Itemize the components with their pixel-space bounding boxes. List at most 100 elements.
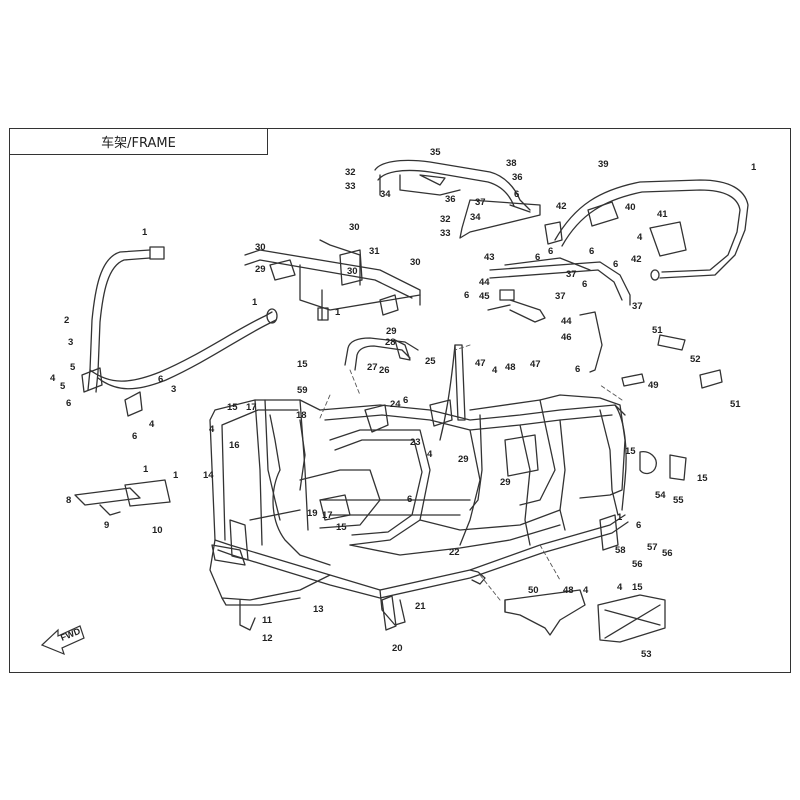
callout-label: 1 xyxy=(335,307,341,318)
callout-label: 6 xyxy=(407,494,412,505)
callout-label: 35 xyxy=(430,147,441,158)
callout-label: 53 xyxy=(641,649,652,660)
callout-label: 42 xyxy=(556,201,567,212)
callout-label: 24 xyxy=(390,399,401,410)
callout-label: 3 xyxy=(171,384,176,395)
diagram-title: 车架/FRAME xyxy=(10,129,268,155)
callout-label: 15 xyxy=(697,473,708,484)
callout-label: 17 xyxy=(246,402,257,413)
callout-label: 6 xyxy=(575,364,580,375)
callout-label: 15 xyxy=(336,522,347,533)
callout-label: 41 xyxy=(657,209,668,220)
callout-label: 6 xyxy=(636,520,641,531)
callout-label: 6 xyxy=(548,246,553,257)
callout-label: 30 xyxy=(347,266,358,277)
callout-label: 3 xyxy=(68,337,73,348)
callout-label: 22 xyxy=(449,547,460,558)
callout-label: 44 xyxy=(479,277,490,288)
callout-label: 13 xyxy=(313,604,324,615)
callout-label: 18 xyxy=(296,410,307,421)
callout-label: 4 xyxy=(149,419,155,430)
callout-label: 57 xyxy=(647,542,658,553)
main-frame-part xyxy=(209,344,629,631)
rear-cross-member-part xyxy=(244,239,421,321)
callout-label: 15 xyxy=(625,446,636,457)
callout-label: 2 xyxy=(64,315,69,326)
callout-label: 6 xyxy=(66,398,71,409)
callout-label: 6 xyxy=(464,290,469,301)
left-grab-bar-part xyxy=(81,246,278,417)
callout-label: 47 xyxy=(530,359,541,370)
callout-label: 12 xyxy=(262,633,273,644)
callout-label: 47 xyxy=(475,358,486,369)
callout-label: 1 xyxy=(617,512,623,523)
callout-label: 46 xyxy=(561,332,572,343)
callout-label: 4 xyxy=(50,373,56,384)
callout-label: 4 xyxy=(427,449,433,460)
callout-label: 52 xyxy=(690,354,701,365)
callout-label: 33 xyxy=(345,181,356,192)
callout-label: 59 xyxy=(297,385,308,396)
callout-label: 29 xyxy=(500,477,511,488)
callout-label: 6 xyxy=(132,431,137,442)
callout-label: 15 xyxy=(297,359,308,370)
callout-label: 6 xyxy=(514,189,519,200)
callout-label: 32 xyxy=(345,167,356,178)
callout-label: 49 xyxy=(648,380,659,391)
callout-label: 44 xyxy=(561,316,572,327)
callout-label: 4 xyxy=(209,424,215,435)
callout-label: 9 xyxy=(104,520,109,531)
callout-label: 21 xyxy=(415,601,426,612)
callout-label: 4 xyxy=(617,582,623,593)
callout-label: 51 xyxy=(730,399,741,410)
callout-label: 30 xyxy=(349,222,360,233)
rear-rack-part xyxy=(374,159,541,239)
callout-label: 56 xyxy=(662,548,673,559)
callout-label: 1 xyxy=(252,297,258,308)
callout-label: 37 xyxy=(475,197,486,208)
callout-label: 6 xyxy=(613,259,618,270)
handle-bar-part xyxy=(344,337,419,371)
callout-label: 33 xyxy=(440,228,451,239)
callout-label: 34 xyxy=(380,189,391,200)
callout-label: 4 xyxy=(583,585,589,596)
callout-label: 6 xyxy=(582,279,587,290)
callout-label: 34 xyxy=(470,212,481,223)
callout-label: 30 xyxy=(255,242,266,253)
left-mounting-brackets-part xyxy=(74,479,171,516)
callout-label: 27 xyxy=(367,362,378,373)
callout-label: 36 xyxy=(512,172,523,183)
right-brackets-part xyxy=(621,334,723,481)
callout-label: 51 xyxy=(652,325,663,336)
diagram-title-text: 车架/FRAME xyxy=(101,136,176,151)
callout-label: 48 xyxy=(563,585,574,596)
callout-label: 29 xyxy=(255,264,266,275)
callout-label: 40 xyxy=(625,202,636,213)
callout-label: 1 xyxy=(142,227,148,238)
callout-label: 54 xyxy=(655,490,666,501)
callout-label: 15 xyxy=(632,582,643,593)
callout-label: 55 xyxy=(673,495,684,506)
callout-label: 1 xyxy=(751,162,757,173)
callout-label: 38 xyxy=(506,158,517,169)
callout-label: 29 xyxy=(458,454,469,465)
diagram-sheet-border xyxy=(9,128,791,673)
callout-label: 56 xyxy=(632,559,643,570)
reference-leader-lines xyxy=(319,344,623,601)
callout-label: 4 xyxy=(492,365,498,376)
callout-label: 6 xyxy=(535,252,540,263)
callout-label: 14 xyxy=(203,470,214,481)
callout-label: 31 xyxy=(369,246,380,257)
callout-label: 11 xyxy=(262,615,273,626)
callout-label: 6 xyxy=(589,246,594,257)
callout-labels: 1 2 3 4 5 6 3 4 6 5 6 1 30 29 30 31 30 3… xyxy=(50,147,757,660)
callout-label: 37 xyxy=(632,301,643,312)
front-bumper-bar-part xyxy=(544,179,749,281)
callout-label: 1 xyxy=(173,470,179,481)
callout-label: 26 xyxy=(379,365,390,376)
callout-label: 48 xyxy=(505,362,516,373)
callout-label: 39 xyxy=(598,159,609,170)
callout-label: 8 xyxy=(66,495,71,506)
callout-label: 1 xyxy=(143,464,149,475)
